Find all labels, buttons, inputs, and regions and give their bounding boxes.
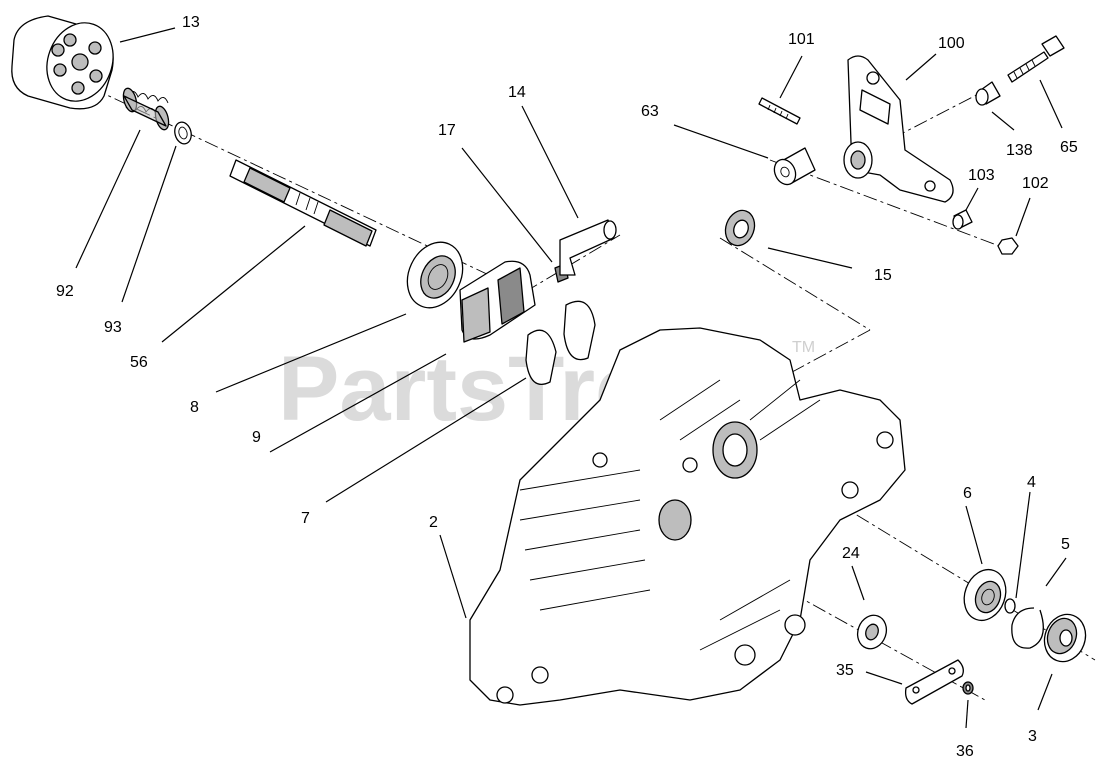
label-15[interactable]: 15 [874,267,892,284]
label-92[interactable]: 92 [56,283,74,300]
part-92-spring[interactable] [121,87,171,131]
part-7-bearing-halves[interactable] [525,300,596,386]
label-100[interactable]: 100 [938,35,965,52]
label-4[interactable]: 4 [1027,474,1036,491]
leader-lines [75,27,1067,729]
part-labels: 13 92 93 56 8 9 7 17 14 2 101 100 63 138… [56,14,1078,760]
label-102[interactable]: 102 [1022,175,1049,192]
part-9-swashplate[interactable] [459,260,536,343]
part-100-bracket[interactable] [843,55,954,203]
part-93-washer[interactable] [172,120,193,145]
part-36-ring[interactable] [962,681,974,695]
part-14-control-arm[interactable] [559,219,617,276]
label-138[interactable]: 138 [1006,142,1033,159]
label-24[interactable]: 24 [842,545,860,562]
label-17[interactable]: 17 [438,122,456,139]
part-102-nut[interactable] [997,237,1019,255]
watermark-trademark: TM [792,339,815,356]
label-13[interactable]: 13 [182,14,200,31]
part-6-bearing[interactable] [957,564,1012,627]
part-4-ring[interactable] [1004,598,1016,614]
part-3-cap[interactable] [1038,609,1092,668]
label-2[interactable]: 2 [429,514,438,531]
part-101-bolt[interactable] [758,97,801,125]
label-93[interactable]: 93 [104,319,122,336]
label-101[interactable]: 101 [788,31,815,48]
label-63[interactable]: 63 [641,103,659,120]
part-65-bolt[interactable] [1007,35,1065,83]
part-138-spacer[interactable] [975,81,1001,106]
label-103[interactable]: 103 [968,167,995,184]
label-6[interactable]: 6 [963,485,972,502]
label-7[interactable]: 7 [301,510,310,527]
label-56[interactable]: 56 [130,354,148,371]
part-35-plate[interactable] [904,659,964,705]
label-3[interactable]: 3 [1028,728,1037,745]
part-63-bushing[interactable] [770,147,816,188]
label-35[interactable]: 35 [836,662,854,679]
part-56-shaft[interactable] [229,159,377,247]
part-2-housing[interactable] [469,327,906,706]
part-24-washer[interactable] [853,611,891,653]
part-103-spacer[interactable] [952,209,973,230]
part-13-cylinder-block[interactable] [11,13,124,110]
label-36[interactable]: 36 [956,743,974,760]
label-9[interactable]: 9 [252,429,261,446]
part-8-bearing[interactable] [397,233,473,317]
part-5-retaining-ring[interactable] [1011,607,1044,649]
label-8[interactable]: 8 [190,399,199,416]
label-5[interactable]: 5 [1061,536,1070,553]
part-15-seal[interactable] [721,206,760,249]
label-14[interactable]: 14 [508,84,526,101]
label-65[interactable]: 65 [1060,139,1078,156]
